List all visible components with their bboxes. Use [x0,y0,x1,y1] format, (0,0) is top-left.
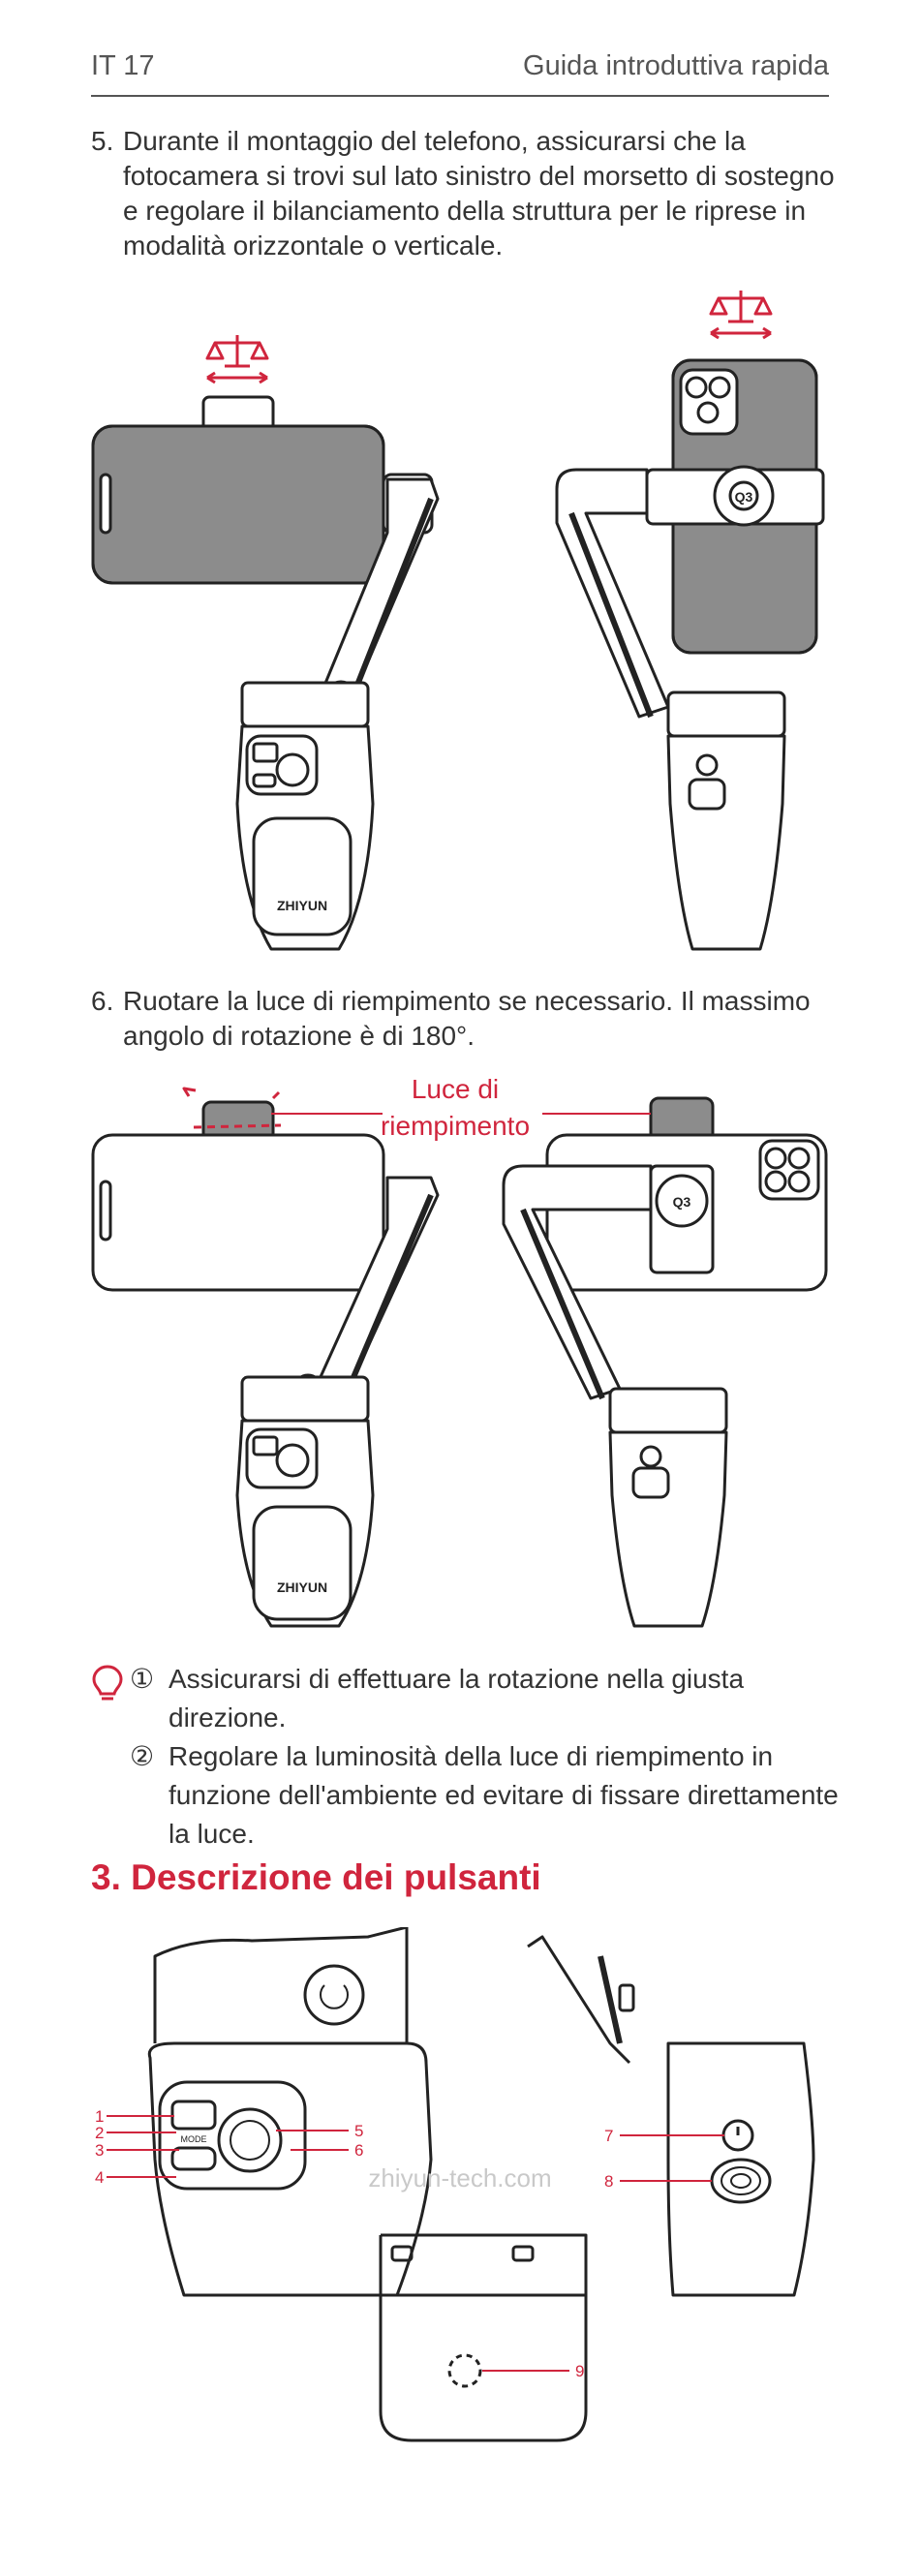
step-5-text: Durante il montaggio del telefono, assic… [123,126,835,261]
callout-5: 5 [354,2122,363,2140]
callout-4: 4 [95,2168,104,2187]
section-title: 3. Descrizione dei pulsanti [91,1857,541,1897]
step-6-text: Ruotare la luce di riempimento se necess… [123,986,811,1051]
step-6-illustration: Luce di riempimento Q3 ZHIYUN [91,1074,828,1628]
tip-1-marker: ① [130,1664,155,1694]
mode-label: MODE [181,2134,207,2144]
step-6: 6. Ruotare la luce di riempimento se nec… [91,984,846,1054]
step-5-illustration: Q3 ZHIYUN [91,291,825,951]
balance-icon [205,335,269,384]
model-badge: Q3 [735,489,753,505]
step-6-number: 6. [91,986,114,1016]
tip-2: ② Regolare la luminosità della luce di r… [91,1737,846,1854]
callout-2: 2 [95,2124,104,2142]
page-number: IT 17 [91,50,155,81]
callout-3: 3 [95,2141,104,2160]
fill-light-label: Luce di [412,1074,499,1104]
step-5-number: 5. [91,126,114,156]
callout-9: 9 [575,2362,584,2380]
balance-icon [709,291,773,340]
callout-8: 8 [604,2172,613,2191]
callout-6: 6 [354,2141,363,2160]
tip-2-text: Regolare la luminosità della luce di rie… [169,1741,839,1849]
buttons-illustration: 1 2 3 4 5 6 7 8 9 MODE [95,1927,815,2442]
fill-light-label-2: riempimento [381,1111,530,1141]
tips-note: ① Assicurarsi di effettuare la rotazione… [91,1660,846,1854]
tip-2-marker: ② [130,1741,155,1771]
brand-logo: ZHIYUN [277,898,327,913]
guide-title: Guida introduttiva rapida [523,50,829,81]
callout-1: 1 [95,2107,104,2126]
footer-url: zhiyun-tech.com [368,2163,552,2193]
callout-7: 7 [604,2127,613,2145]
step-5: 5. Durante il montaggio del telefono, as… [91,124,846,263]
brand-logo-2: ZHIYUN [277,1579,327,1595]
model-badge-2: Q3 [673,1194,691,1210]
lightbulb-icon [92,1665,123,1701]
tip-1-text: Assicurarsi di effettuare la rotazione n… [169,1664,745,1733]
tip-1: ① Assicurarsi di effettuare la rotazione… [91,1660,846,1737]
page-header: IT 17 Guida introduttiva rapida [91,46,829,97]
